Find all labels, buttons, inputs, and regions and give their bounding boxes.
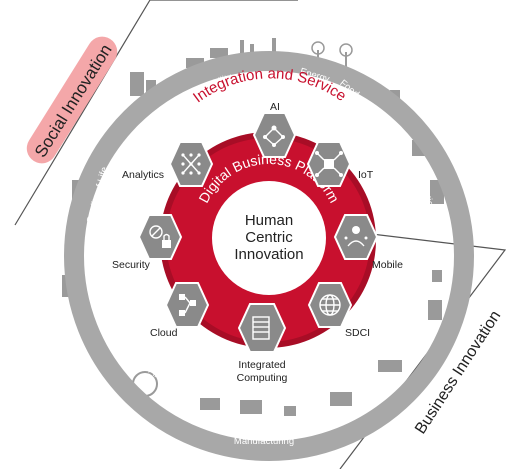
segment-mobile: Mobile [333,214,403,271]
center-text-innovation: Innovation [234,246,303,263]
ring-label-public: Public [102,275,121,303]
segment-analytics: Analytics [122,141,214,187]
segment-label-iot: IoT [358,169,374,181]
segment-label-sdci: SDCI [345,327,370,339]
segment-security: Security [112,214,183,271]
analytics-grid-icon [181,153,201,175]
iot-nodes-icon [315,151,343,177]
server-icon [252,316,270,340]
segment-label-integrated-line1: Integrated [238,359,285,371]
cloud-flow-icon [179,294,196,316]
center-text-human: Human [245,212,293,229]
segment-integrated-computing: Integrated Computing [237,303,288,384]
ring-label-finance: Finance [146,365,179,394]
segment-ai: AI [252,101,297,158]
center-circle [212,181,326,295]
ring-label-manufacturing: Manufacturing [234,436,294,447]
segment-cloud: Cloud [150,282,210,339]
segment-iot: IoT [306,141,374,187]
security-lock-icon [149,225,171,248]
segment-label-security: Security [112,259,151,271]
segment-label-analytics: Analytics [122,169,164,181]
segment-label-mobile: Mobile [372,259,403,271]
segment-label-cloud: Cloud [150,327,178,339]
social-innovation-line [14,0,298,226]
sdci-globe-icon [319,294,341,316]
mobile-user-icon [344,226,368,247]
center-text-centric: Centric [245,229,293,246]
segment-label-ai: AI [270,101,280,113]
ring-label-marketing: Marketing [407,265,429,308]
outer-ring [64,51,474,461]
segment-label-integrated-line2: Computing [237,372,288,384]
segment-sdci: SDCI [307,282,370,339]
ai-network-icon [263,125,285,147]
ring-label-retail: Retail [354,370,379,394]
